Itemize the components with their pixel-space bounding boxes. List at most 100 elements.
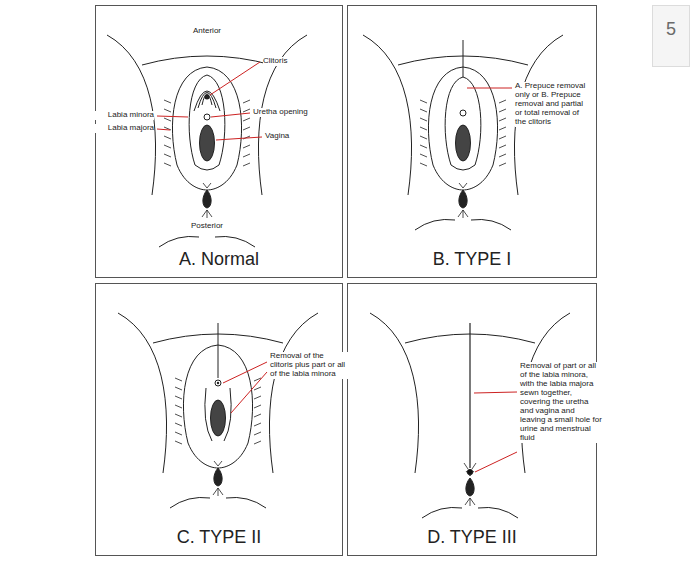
part-label: Uretha opening (253, 108, 333, 117)
hatch-mark (499, 118, 506, 121)
buttock-contour (422, 507, 462, 518)
anal-fold (463, 183, 467, 188)
hatch-mark (243, 163, 250, 166)
anal-fold (214, 461, 218, 466)
vaginal-opening (211, 400, 226, 436)
hatch-mark (254, 441, 261, 444)
panel-title: A. Normal (96, 249, 342, 270)
hatch-mark (420, 136, 427, 139)
hatch-mark (175, 423, 182, 426)
hatch-mark (254, 396, 261, 399)
hatch-mark (254, 405, 261, 408)
description-label: Removal of part or all of the labia mino… (520, 362, 602, 443)
hatch-mark (175, 378, 182, 381)
anal-fold (463, 210, 468, 217)
figures (107, 35, 570, 518)
buttock-contour (215, 236, 255, 247)
leader-line (211, 113, 250, 117)
part-label: Vagina (265, 132, 315, 141)
hatch-mark (420, 154, 427, 157)
anal-fold (218, 461, 222, 466)
hatch-mark (254, 423, 261, 426)
labia-majora-outline (428, 67, 497, 190)
panel-title: C. TYPE II (96, 527, 342, 548)
description-label: A. Prepuce removal only or B. Prepuce re… (515, 82, 587, 127)
labia-majora-outline (172, 67, 241, 190)
part-label: Anterior (177, 27, 237, 36)
anal-fold (470, 471, 474, 476)
urethra-dot (217, 382, 219, 384)
description-label: Removal of the clitoris plus part or all… (270, 352, 348, 379)
leader-line (157, 116, 188, 117)
anal-fold (203, 183, 207, 188)
urethra-opening (215, 380, 221, 386)
anus (466, 478, 474, 496)
part-label: Posterior (177, 222, 237, 231)
anus (459, 190, 467, 208)
hatch-mark (499, 163, 506, 166)
figure-panel: B. TYPE I (347, 5, 597, 278)
anal-fold (458, 210, 463, 217)
hatch-mark (164, 136, 171, 139)
anal-fold (459, 183, 463, 188)
panel-title: D. TYPE III (348, 527, 596, 548)
buttock-contour (226, 497, 266, 508)
figure-panel: A. Normal (95, 5, 343, 278)
figure-panel: C. TYPE II (95, 283, 343, 556)
hatch-mark (254, 432, 261, 435)
hatch-mark (164, 163, 171, 166)
hatch-mark (420, 100, 427, 103)
anal-fold (213, 488, 218, 495)
stitch-mark (464, 463, 468, 469)
small-opening (467, 469, 473, 475)
hatch-mark (243, 127, 250, 130)
hatch-mark (175, 414, 182, 417)
hatch-mark (420, 109, 427, 112)
labia-minora-outline (445, 77, 481, 170)
hatch-mark (175, 387, 182, 390)
anus (203, 190, 211, 208)
scar-line (218, 323, 219, 378)
scar-line (463, 40, 464, 77)
panel-title: B. TYPE I (348, 249, 596, 270)
urethra-opening (204, 114, 210, 120)
thigh-contour (118, 313, 167, 473)
hatch-mark (164, 100, 171, 103)
buttock-contour (478, 507, 518, 518)
thigh-contour (370, 313, 419, 473)
anal-fold (207, 210, 212, 217)
hatch-mark (164, 145, 171, 148)
hatch-mark (243, 118, 250, 121)
clitoris-dot (205, 95, 210, 100)
anal-fold (463, 210, 464, 218)
page-number-box: 5 (652, 5, 690, 67)
hatch-mark (499, 136, 506, 139)
sewn-line (469, 323, 470, 468)
leader-line (210, 62, 260, 95)
leader-line (231, 372, 267, 413)
hatch-mark (420, 118, 427, 121)
buttock-contour (170, 497, 210, 508)
anus (214, 468, 222, 486)
thigh-contour (363, 35, 412, 195)
hatch-mark (420, 145, 427, 148)
buttock-contour (415, 219, 455, 230)
hatch-mark (175, 441, 182, 444)
hatch-mark (243, 100, 250, 103)
hatch-mark (243, 109, 250, 112)
thigh-contour (269, 313, 318, 473)
anal-fold (465, 498, 470, 505)
stitch-mark (472, 463, 476, 469)
part-label: Labia minora (92, 111, 154, 120)
hatch-mark (175, 432, 182, 435)
leader-line (467, 88, 512, 89)
vaginal-opening (456, 125, 471, 161)
anal-fold (470, 498, 471, 506)
leader-line (216, 137, 262, 140)
hatch-mark (164, 109, 171, 112)
buttock-contour (471, 219, 511, 230)
anal-fold (202, 210, 207, 217)
hatch-mark (499, 145, 506, 148)
prepuce-fold (198, 93, 216, 109)
anal-fold (466, 471, 470, 476)
